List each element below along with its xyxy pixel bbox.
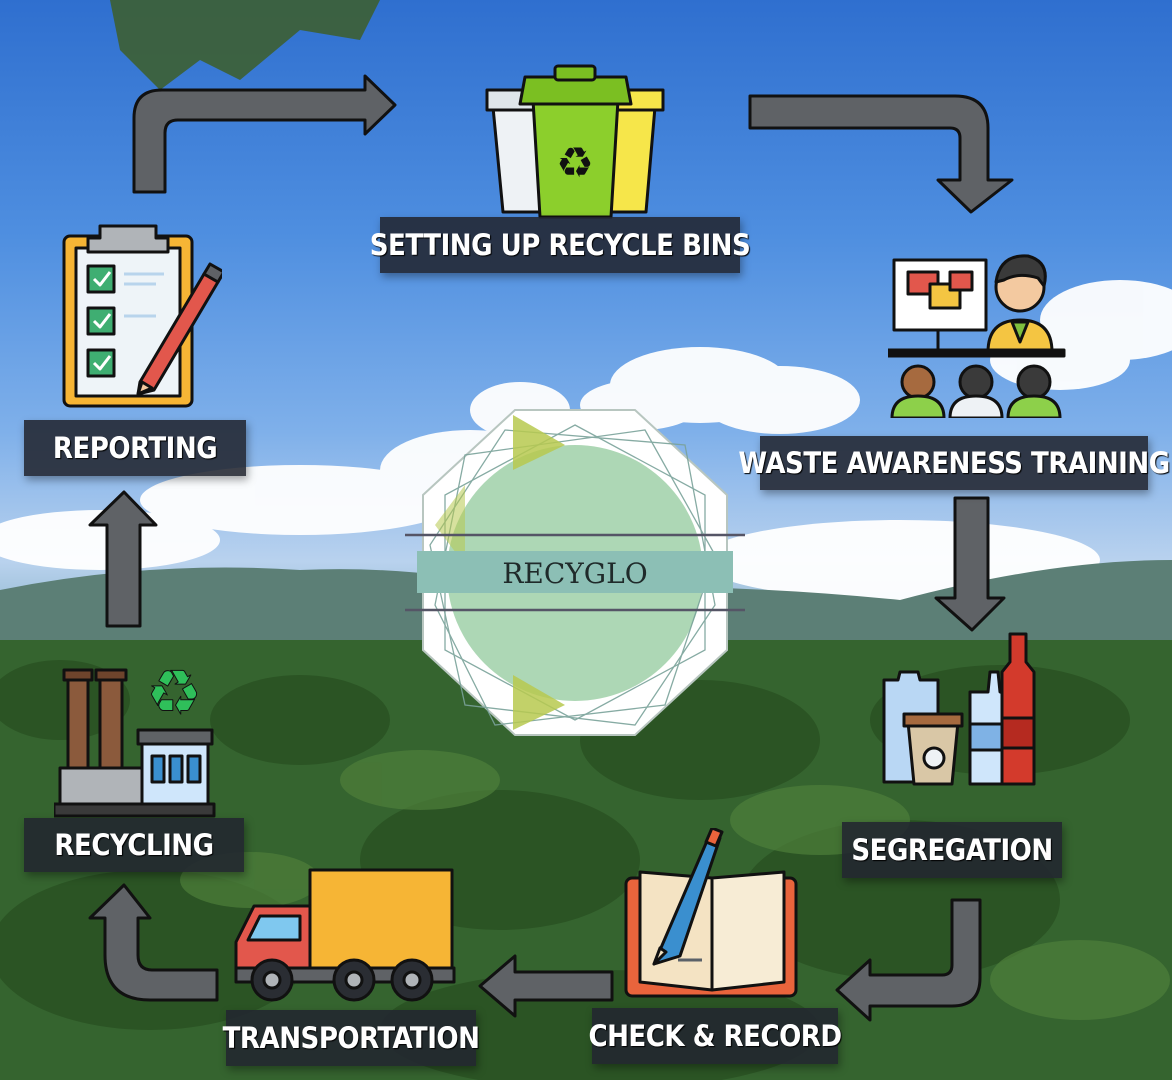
step-label-setting-up-recycle-bins: SETTING UP RECYCLE BINS: [370, 217, 751, 273]
arrow-bins-to-training: [748, 94, 1014, 214]
segregated-waste-icon: [882, 632, 1036, 786]
arrow-training-to-segregation: [934, 496, 1006, 632]
arrow-check-to-transportation: [478, 954, 614, 1018]
recyglo-logo: RECYGLO: [405, 409, 745, 736]
step-label-segregation: SEGREGATION: [842, 822, 1062, 878]
training-presentation-icon: [888, 254, 1066, 418]
recycling-factory-icon: ♻: [54, 656, 216, 818]
arrow-recycling-to-reporting: [88, 490, 158, 628]
recycle-symbol-icon: ♻: [146, 656, 202, 729]
arrow-reporting-to-bins: [132, 74, 397, 194]
clipboard-checklist-icon: [62, 224, 222, 408]
foliage: [110, 0, 380, 90]
notebook-pen-icon: [624, 828, 798, 998]
step-label-check-record: CHECK & RECORD: [588, 1008, 842, 1064]
recycle-symbol-icon: ♻: [556, 138, 594, 187]
recycle-bins-icon: ♻: [485, 64, 665, 219]
step-label-reporting: REPORTING: [24, 420, 246, 476]
logo-text: RECYGLO: [502, 557, 647, 590]
truck-icon: [234, 868, 456, 1002]
step-label-transportation: TRANSPORTATION: [223, 1010, 480, 1066]
arrow-segregation-to-check: [835, 898, 982, 1022]
arrow-transportation-to-recycling: [88, 883, 219, 1002]
step-label-recycling: RECYCLING: [24, 818, 244, 872]
step-label-waste-awareness-training: WASTE AWARENESS TRAINING: [738, 436, 1170, 490]
